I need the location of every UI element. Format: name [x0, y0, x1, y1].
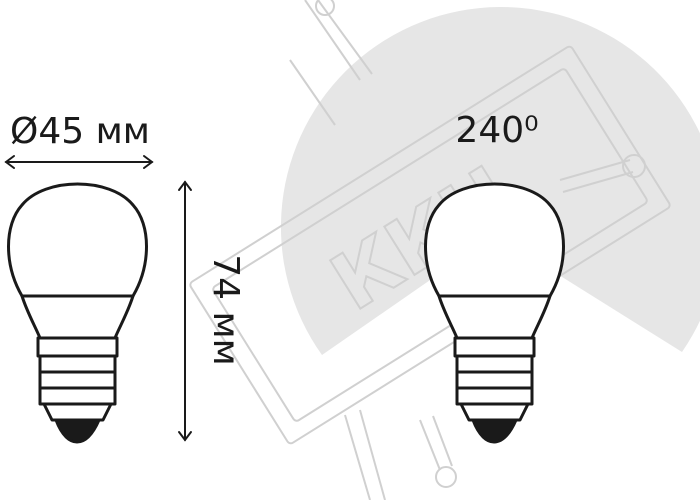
bulb-icon: [424, 182, 565, 444]
bulb-icon: [7, 182, 148, 444]
dimension-arrow-icon: [178, 180, 192, 442]
beam-angle-label: 240⁰: [455, 110, 538, 151]
dimension-arrow-icon: [4, 155, 154, 169]
beam-angle-sector-icon: [280, 7, 700, 355]
height-label: 74 мм: [205, 254, 246, 366]
diameter-label: Ø45 мм: [10, 111, 150, 152]
